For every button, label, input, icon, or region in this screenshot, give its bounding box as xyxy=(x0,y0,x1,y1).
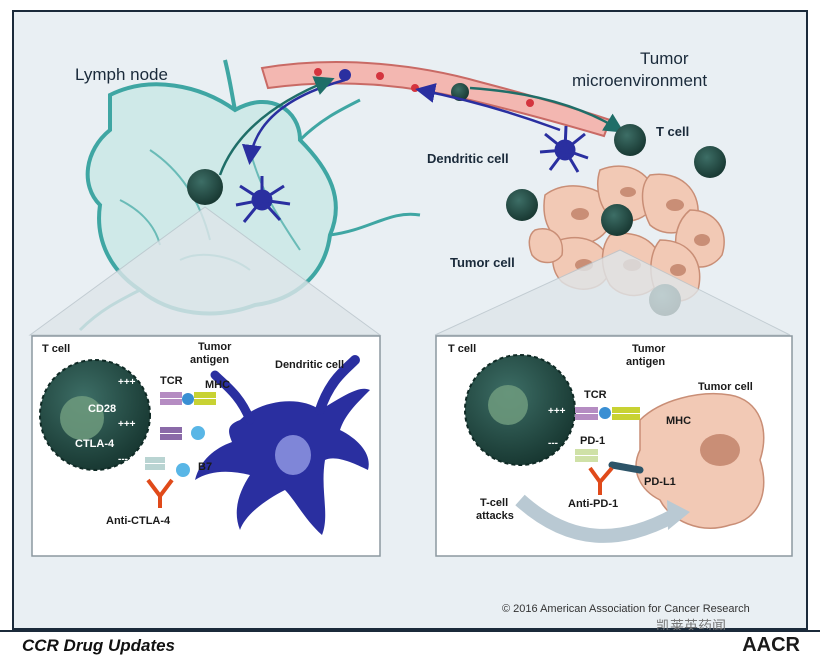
left-callout-wedge xyxy=(28,206,382,336)
left-label-ctla4: CTLA-4 xyxy=(75,438,115,450)
tumor-dendritic-cell xyxy=(539,125,589,173)
left-inset: T cell Tumor antigen TCR MHC Dendritic c… xyxy=(31,335,381,557)
migration-arrow-tcell-in xyxy=(469,86,625,133)
right-callout-wedge xyxy=(434,249,791,336)
blood-vessel xyxy=(260,61,612,138)
footer-bar: CCR Drug Updates AACR xyxy=(0,630,820,660)
left-label-plus-1: +++ xyxy=(118,377,136,388)
label-tumor: Tumor xyxy=(640,49,689,68)
right-label-plus: +++ xyxy=(548,406,566,417)
left-label-cd28: CD28 xyxy=(88,403,116,415)
left-label-dendritic-cell: Dendritic cell xyxy=(275,359,344,371)
migration-arrow-dc-return xyxy=(415,83,561,132)
right-label-t-cell: T cell xyxy=(448,343,476,355)
left-label-tumor-antigen-1: Tumor xyxy=(198,341,232,353)
right-label-tumor-antigen-2: antigen xyxy=(626,356,665,368)
left-label-tcr: TCR xyxy=(160,375,183,387)
label-t-cell-top: T cell xyxy=(656,124,689,139)
right-label-t-cell-attacks-2: attacks xyxy=(476,510,514,522)
tumor-t-cells xyxy=(506,124,726,316)
lymph-t-cell xyxy=(187,169,223,205)
right-label-pd1: PD-1 xyxy=(580,435,605,447)
left-label-t-cell: T cell xyxy=(42,343,70,355)
left-label-b7: B7 xyxy=(198,461,212,473)
right-label-pdl1: PD-L1 xyxy=(644,476,676,488)
right-inset: T cell Tumor antigen Tumor cell TCR +++ … xyxy=(435,335,793,557)
right-label-tumor-antigen-1: Tumor xyxy=(632,343,666,355)
left-label-mhc: MHC xyxy=(205,379,230,391)
right-label-anti-pd1: Anti-PD-1 xyxy=(568,498,618,510)
copyright-text: © 2016 American Association for Cancer R… xyxy=(502,603,750,615)
left-label-minus: --- xyxy=(118,454,128,465)
right-label-tcr: TCR xyxy=(584,389,607,401)
left-label-tumor-antigen-2: antigen xyxy=(190,354,229,366)
right-label-mhc: MHC xyxy=(666,415,691,427)
label-lymph-node: Lymph node xyxy=(75,65,168,84)
label-tumor-cell-top: Tumor cell xyxy=(450,255,515,270)
right-label-minus: --- xyxy=(548,438,558,449)
right-label-tumor-cell: Tumor cell xyxy=(698,381,753,393)
label-microenvironment: microenvironment xyxy=(572,71,707,90)
migration-arrow-tcell-out xyxy=(218,76,335,176)
left-label-anti-ctla4: Anti-CTLA-4 xyxy=(106,515,171,527)
diagram-canvas: Lymph node Tumor microenvironment T cell… xyxy=(28,49,793,557)
footer-title: CCR Drug Updates xyxy=(22,636,176,655)
aacr-logo: AACR xyxy=(742,634,800,656)
right-label-t-cell-attacks-1: T-cell xyxy=(480,497,508,509)
label-dendritic-cell-top: Dendritic cell xyxy=(427,151,509,166)
lymph-dendritic-cell xyxy=(235,176,291,223)
left-label-plus-2: +++ xyxy=(118,419,136,430)
